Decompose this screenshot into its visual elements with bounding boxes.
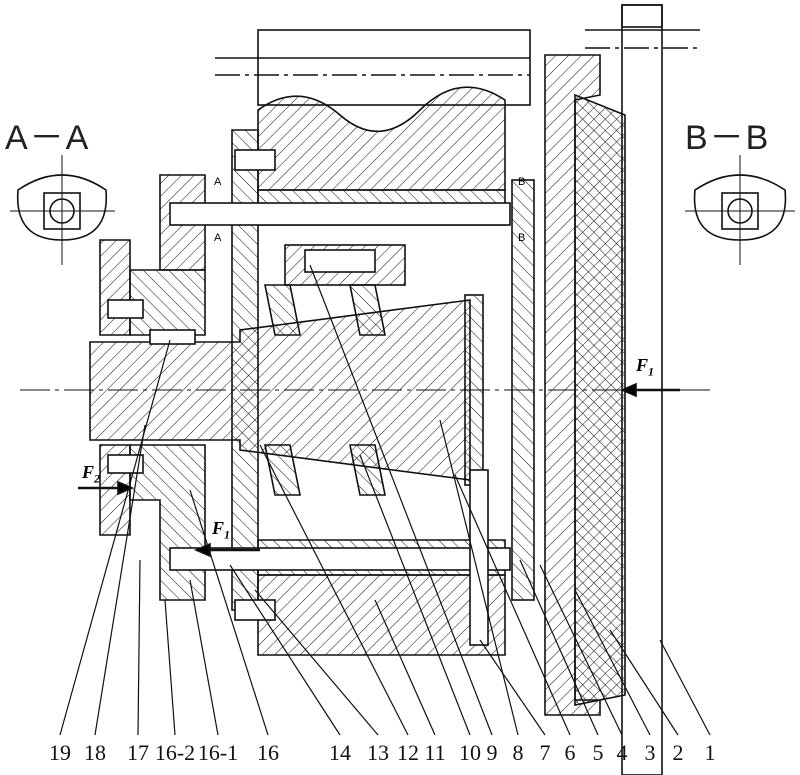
part-label-16-1: 16-1 xyxy=(197,740,239,765)
mark-a-bottom: A xyxy=(214,232,222,244)
force-f2: F2 xyxy=(82,462,101,486)
part-label-16-2: 16-2 xyxy=(154,740,196,765)
section-label-a: A－A xyxy=(5,119,91,157)
part-label-19: 19 xyxy=(49,740,71,765)
bolts xyxy=(107,149,511,646)
friction-pad xyxy=(574,93,626,706)
force-f1-right: F1 xyxy=(636,355,655,379)
part-label-3: 3 xyxy=(644,740,656,765)
part-label-16: 16 xyxy=(257,740,279,765)
mark-a-top: A xyxy=(214,176,222,188)
leader-lines xyxy=(59,264,711,736)
part-label-17: 17 xyxy=(127,740,149,765)
mark-b-bottom: B xyxy=(518,232,526,244)
part-label-4: 4 xyxy=(616,740,628,765)
top-column xyxy=(215,29,531,191)
part-label-1: 1 xyxy=(704,740,716,765)
part-label-10: 10 xyxy=(459,740,481,765)
part-label-12: 12 xyxy=(397,740,419,765)
part-label-14: 14 xyxy=(329,740,351,765)
part-label-6: 6 xyxy=(564,740,576,765)
part-label-11: 11 xyxy=(424,740,446,765)
force-f1-left: F1 xyxy=(212,518,231,542)
part-label-2: 2 xyxy=(672,740,684,765)
part-label-7: 7 xyxy=(539,740,551,765)
section-a-view xyxy=(10,155,115,265)
part-label-18: 18 xyxy=(84,740,106,765)
part-label-8: 8 xyxy=(512,740,524,765)
part-label-13: 13 xyxy=(367,740,389,765)
section-label-b: B－B xyxy=(685,119,771,157)
section-b-view xyxy=(685,155,795,265)
part-label-5: 5 xyxy=(592,740,604,765)
part-label-9: 9 xyxy=(486,740,498,765)
mark-b-top: B xyxy=(518,176,526,188)
